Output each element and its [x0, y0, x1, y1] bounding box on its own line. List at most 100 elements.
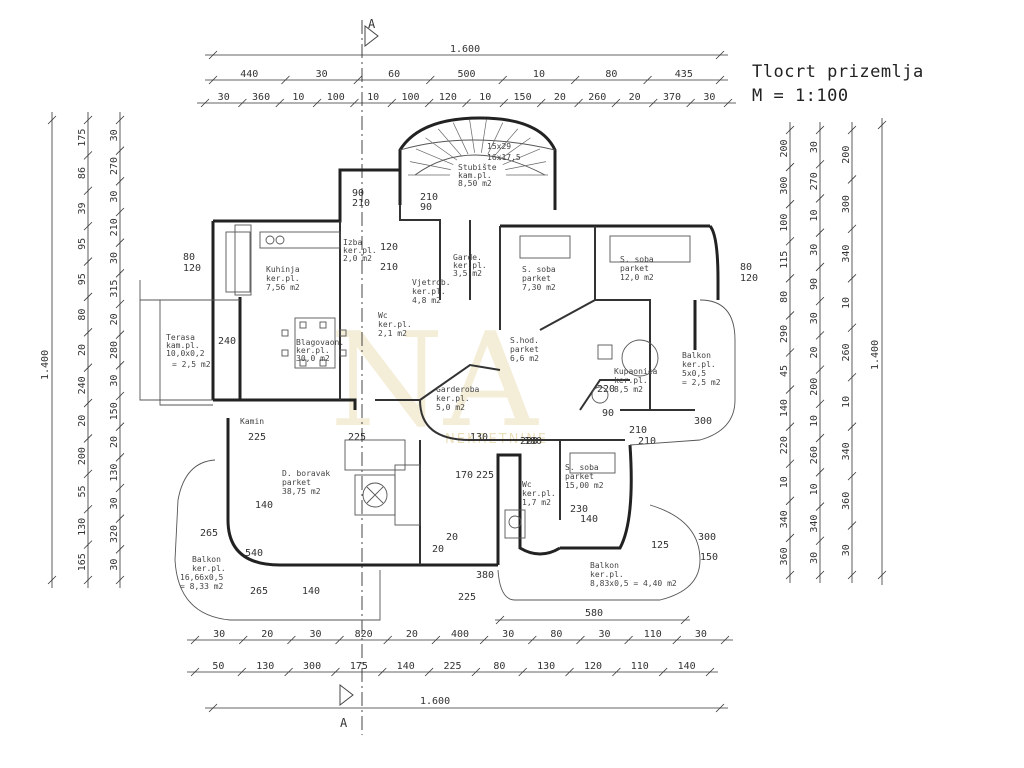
- dimension-line: [815, 570, 825, 580]
- svg-text:16,66x0,5: 16,66x0,5: [180, 573, 224, 582]
- dimension-line: [115, 453, 125, 462]
- dimension-left-col3: 320: [109, 525, 120, 543]
- svg-text:ker.pl.: ker.pl.: [412, 287, 446, 296]
- dimension-right-col3: 260: [809, 446, 820, 464]
- section-label-top: A: [368, 17, 376, 31]
- stair-tread: [425, 137, 458, 161]
- dimension-line: [847, 323, 857, 333]
- svg-text:8,50 m2: 8,50 m2: [458, 179, 492, 188]
- svg-text:ker.pl.: ker.pl.: [266, 274, 300, 283]
- stair-tread: [409, 161, 451, 170]
- svg-text:parket: parket: [620, 264, 649, 273]
- dimension-line: [815, 125, 825, 135]
- dimension-right-col3: 30: [809, 244, 820, 256]
- dimension-line: [847, 570, 857, 580]
- inner-dimension: 90: [602, 408, 614, 419]
- svg-text:ker.pl.: ker.pl.: [343, 246, 377, 255]
- dimension-bottom-row1: 30: [599, 629, 611, 640]
- inner-dimension: 240: [218, 336, 236, 347]
- dimension-bottom-row2: 50: [212, 661, 224, 672]
- dimension-line: [847, 372, 857, 382]
- inner-dimension: 265: [200, 528, 218, 539]
- dimension-line: [190, 667, 200, 677]
- dimension-left-col2: 240: [77, 376, 88, 394]
- dimension-line: [83, 115, 93, 125]
- svg-text:Izba: Izba: [343, 238, 362, 247]
- svg-text:Garde.: Garde.: [453, 253, 482, 262]
- inner-dimension: 265: [250, 586, 268, 597]
- dimension-line: [115, 545, 125, 554]
- dimension-bottom-row1: 20: [261, 629, 273, 640]
- room-kuhinja: Kuhinja ker.pl. 7,56 m2: [266, 265, 300, 292]
- dimension-line: [680, 615, 690, 625]
- dimension-line: [847, 175, 857, 184]
- room-stubiste: Stubište kam.pl. 8,50 m2: [458, 162, 497, 188]
- dimension-bottom-row2: 300: [303, 661, 321, 672]
- dimension-line: [847, 521, 857, 530]
- svg-text:ker.pl.: ker.pl.: [682, 360, 716, 369]
- inner-dimension: 20: [446, 532, 458, 543]
- svg-text:Kuhinja: Kuhinja: [266, 265, 300, 274]
- svg-text:S. soba: S. soba: [522, 265, 556, 274]
- svg-text:12,0 m2: 12,0 m2: [620, 273, 654, 282]
- dimension-line: [238, 635, 248, 645]
- dimension-line: [785, 125, 795, 135]
- svg-text:parket: parket: [282, 478, 311, 487]
- dimension-line: [785, 533, 795, 543]
- dimension-right-col4: 360: [841, 492, 852, 510]
- dimension-line: [83, 504, 93, 514]
- dimension-bottom-row2: 80: [493, 661, 505, 672]
- dimension-top-row3: 150: [514, 92, 532, 103]
- inner-dimension: 225: [348, 432, 366, 443]
- dimension-total-bottom: 1.600: [420, 696, 450, 707]
- dimension-bottom-row1: 30: [695, 629, 707, 640]
- room-vjetrobran: Vjetrob. ker.pl. 4,8 m2: [412, 278, 451, 305]
- stair-tread: [493, 128, 519, 157]
- dimension-left-col3: 30: [109, 559, 120, 571]
- dimension-line: [785, 570, 795, 580]
- dimension-right-col2: 140: [779, 399, 790, 417]
- dimension-bottom-row2: 120: [584, 661, 602, 672]
- dimension-left-col3: 210: [109, 218, 120, 236]
- dimension-line: [281, 75, 290, 85]
- dimension-line: [115, 422, 125, 431]
- svg-text:8,83x0,5 = 4,40 m2: 8,83x0,5 = 4,40 m2: [590, 579, 677, 588]
- inner-dimension: 80: [183, 252, 195, 263]
- dimension-line: [115, 269, 125, 278]
- dimension-right-col4: 260: [841, 343, 852, 361]
- dimension-line: [190, 635, 200, 645]
- inner-dimension: 230: [570, 504, 588, 515]
- dimension-line: [847, 471, 857, 481]
- stair-tread: [505, 161, 547, 170]
- kamin-label: Kamin: [240, 417, 264, 426]
- dimension-bottom-row2: 140: [678, 661, 696, 672]
- dimension-line: [424, 98, 434, 108]
- dimension-bottom-row2: 130: [537, 661, 555, 672]
- stair-step-label: 16x17,5: [487, 153, 521, 162]
- dimension-bottom-row1: 400: [451, 629, 469, 640]
- dimension-right-col3: 340: [809, 515, 820, 533]
- svg-text:D. boravak: D. boravak: [282, 469, 330, 478]
- inner-dimension: 120: [380, 242, 398, 253]
- svg-text:Blagovaon.: Blagovaon.: [296, 338, 344, 347]
- dimension-line: [424, 667, 434, 677]
- dimension-line: [570, 75, 580, 85]
- svg-text:5x0,5: 5x0,5: [682, 369, 706, 378]
- dimension-line: [115, 177, 125, 186]
- dimension-line: [115, 361, 125, 370]
- dimension-line: [83, 469, 93, 479]
- dimension-right-col2: 100: [779, 214, 790, 232]
- dimension-bottom-row2: 130: [256, 661, 274, 672]
- dimension-right-col3: 20: [809, 346, 820, 358]
- inner-dimension: 220: [520, 436, 538, 447]
- dimension-left-col2: 175: [77, 129, 88, 147]
- dimension-right-col3: 10: [809, 415, 820, 427]
- svg-text:30,0 m2: 30,0 m2: [296, 354, 330, 363]
- dimension-left-col3: 270: [109, 157, 120, 175]
- svg-text:S.hod.: S.hod.: [510, 336, 539, 345]
- dimension-right-col2: 300: [779, 177, 790, 195]
- dimension-line: [115, 207, 125, 217]
- dimension-right-col2: 10: [779, 476, 790, 488]
- inner-dimension: 210: [629, 425, 647, 436]
- stair-size-label: 15x29: [487, 142, 511, 151]
